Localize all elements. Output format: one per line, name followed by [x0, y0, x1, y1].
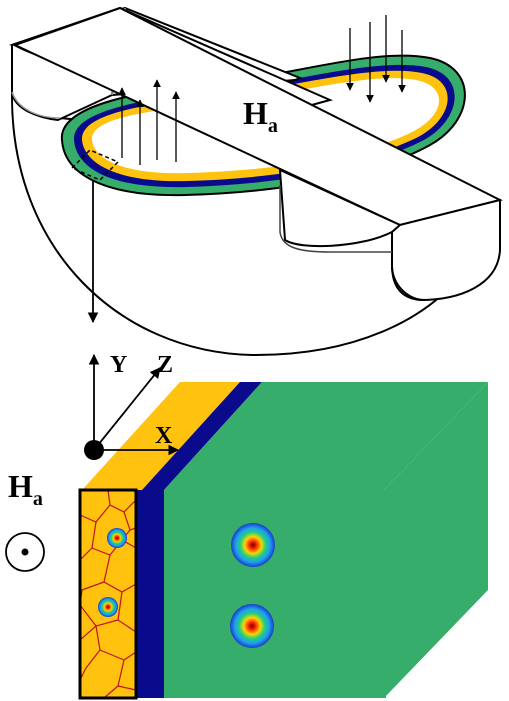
- applied-field-label-side: Ha: [8, 468, 43, 510]
- selection-box: [70, 149, 120, 181]
- front-face-buffer: [136, 490, 164, 698]
- axis-z: [93, 367, 161, 451]
- axis-origin: [84, 440, 104, 460]
- top-face-buffer: [142, 382, 262, 490]
- tape-cross-section: [78, 382, 488, 700]
- front-face-substrate: [164, 490, 386, 698]
- top-face-superconductor: [82, 382, 240, 490]
- vortex-substrate-1: [231, 523, 275, 567]
- ring-assembly: [9, 6, 503, 357]
- applied-field-label-top: Ha: [243, 95, 278, 137]
- vortex-grain-2: [98, 597, 118, 617]
- field-arrows-down: [346, 15, 406, 103]
- field-arrows-up: [118, 79, 180, 165]
- side-face-substrate: [384, 382, 488, 698]
- axis-z-label: Z: [157, 352, 173, 378]
- axis-y-label: Y: [110, 352, 127, 378]
- axis-x-label: X: [155, 423, 173, 449]
- superconductor-panel-outline: [78, 488, 138, 700]
- top-face-substrate: [164, 382, 488, 490]
- coordinate-axes: Y Z X: [84, 352, 180, 460]
- vortex-grain-1: [107, 528, 127, 548]
- right-bridge-block: [278, 168, 501, 302]
- vortex-substrate-2: [230, 604, 274, 648]
- out-of-plane-field-icon: [5, 532, 45, 572]
